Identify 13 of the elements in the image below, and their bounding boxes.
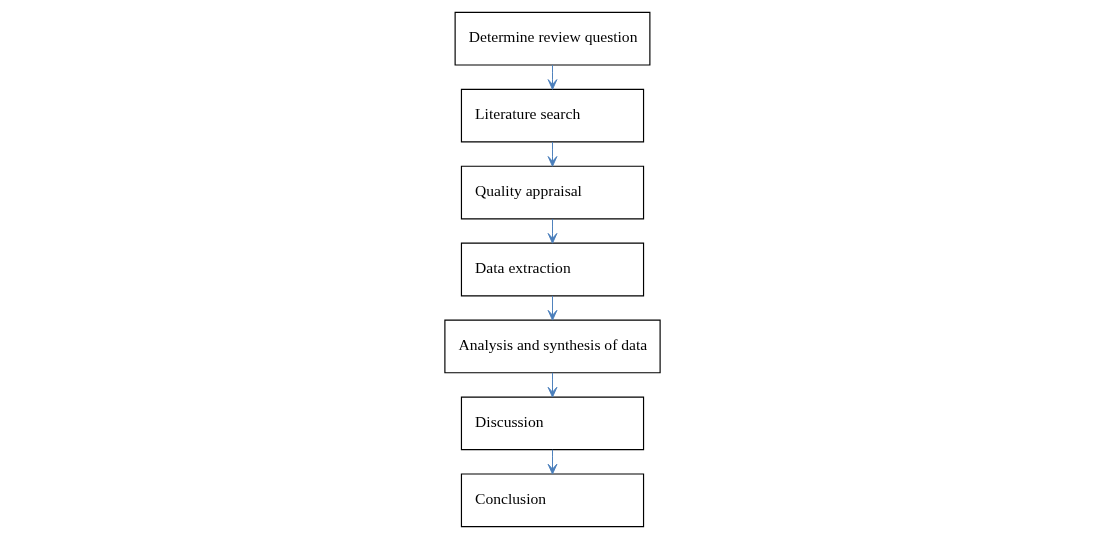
arrow — [547, 218, 557, 244]
arrow — [547, 64, 557, 90]
node-box: Quality appraisal — [460, 165, 644, 220]
node-box: Data extraction — [460, 242, 644, 297]
node-box: Literature search — [460, 88, 644, 143]
node-box: Discussion — [460, 396, 644, 451]
arrow — [547, 372, 557, 398]
node-box: Determine review question — [454, 11, 650, 66]
node-box: Analysis and synthesis of data — [443, 319, 661, 374]
node-box: Conclusion — [460, 473, 644, 528]
arrow — [547, 141, 557, 167]
arrow — [547, 295, 557, 321]
arrow — [547, 449, 557, 475]
